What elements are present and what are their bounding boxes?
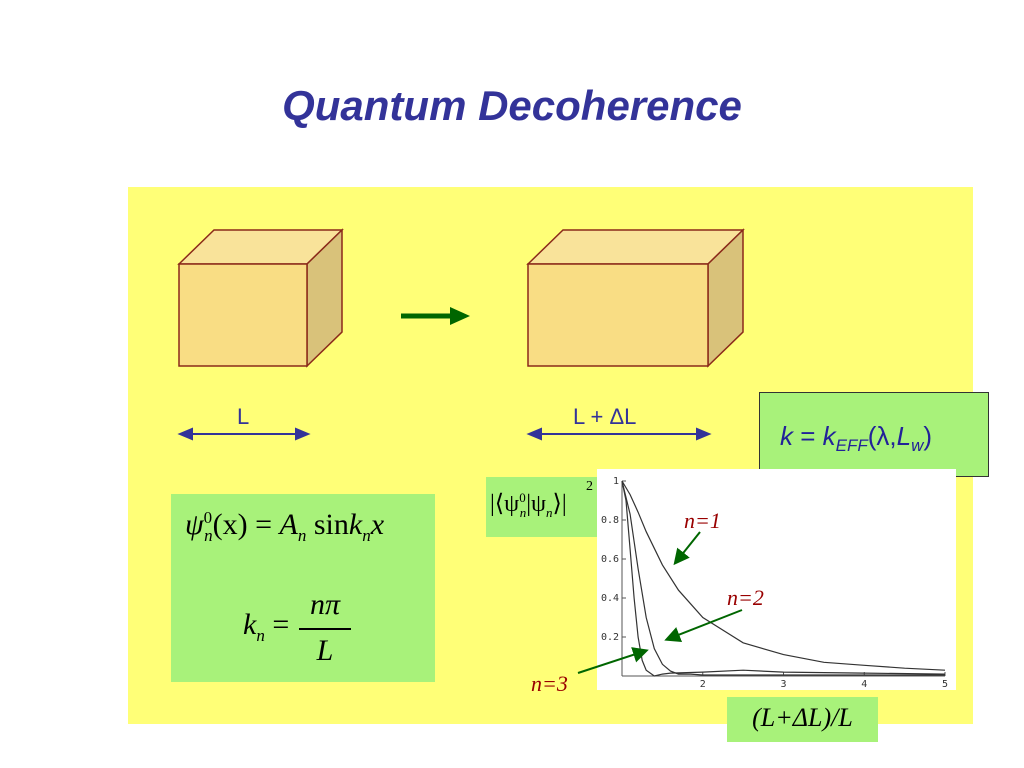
pointer-n3 xyxy=(577,647,649,674)
length-arrow-right xyxy=(526,427,712,441)
curve-label-n2: n=2 xyxy=(727,585,764,610)
series-line-n-1 xyxy=(621,480,946,671)
keff-k: k xyxy=(780,421,793,451)
overlap-open: |⟨ψ xyxy=(490,491,520,517)
transition-arrow-icon xyxy=(401,307,470,325)
overlap-subn2: n xyxy=(546,504,553,520)
keff-lw: L xyxy=(896,421,912,451)
psi-arg: (x) = xyxy=(212,508,280,541)
fraction-numer: nπ xyxy=(309,588,341,621)
pointer-n1 xyxy=(673,531,701,566)
keff-kk: k xyxy=(822,421,836,451)
x-tick-label: 3 xyxy=(780,679,786,690)
keff-close: ) xyxy=(923,421,933,451)
x-tick-label: 5 xyxy=(942,679,948,690)
length-arrow-left xyxy=(177,427,311,441)
y-tick-label: 0.2 xyxy=(601,632,619,643)
amp: A xyxy=(279,508,298,541)
keff-eq: = xyxy=(793,421,823,451)
overlap-power: 2 xyxy=(586,479,593,494)
large-box xyxy=(526,228,745,368)
curve-label-n1: n=1 xyxy=(684,508,721,533)
slide-title: Quantum Decoherence xyxy=(282,82,742,129)
keff-formula-box: k = kEFF(λ,Lw) xyxy=(759,392,989,477)
keff-sub: EFF xyxy=(835,436,868,456)
wave-k: k xyxy=(348,508,363,541)
kn: k xyxy=(243,608,257,641)
y-tick-label: 0.6 xyxy=(601,554,619,565)
psi-sup: 0 xyxy=(203,508,213,527)
y-tick-label: 0.8 xyxy=(601,515,619,526)
x-tick-label: 2 xyxy=(700,679,706,690)
fraction-denom: L xyxy=(316,634,334,667)
kn-eq: = xyxy=(264,608,290,641)
pointer-n2 xyxy=(664,609,743,643)
decay-chart-svg: 2 3 4 5 1 0.8 0.6 0.4 0.2 xyxy=(601,476,948,690)
overlap-box: |⟨ψ0n|ψn⟩| 2 xyxy=(486,477,598,537)
series-line-n-3 xyxy=(621,480,946,677)
wave-k-sub: n xyxy=(362,526,371,545)
series-line-n-2 xyxy=(621,480,945,676)
keff-lw-sub: w xyxy=(911,436,924,456)
kn-sub: n xyxy=(256,626,265,645)
overlap-sup0: 0 xyxy=(519,490,526,505)
psi-sub: n xyxy=(204,526,213,545)
overlap-end: ⟩| xyxy=(552,491,567,517)
xaxis-label: (L+ΔL)/L xyxy=(752,703,853,732)
wave-x: x xyxy=(370,508,385,541)
small-box xyxy=(177,228,344,368)
psi-symbol: ψ xyxy=(185,508,204,541)
amp-sub: n xyxy=(297,526,307,545)
overlap-mid: |ψ xyxy=(526,491,547,517)
x-tick-label: 4 xyxy=(861,679,867,690)
wavefunction-box: ψ0n(x) = An sinknx kn = nπ L xyxy=(171,494,435,682)
keff-args: (λ, xyxy=(867,421,897,451)
length-label-L: L xyxy=(237,404,250,429)
y-tick-label: 0.4 xyxy=(601,593,619,604)
length-label-L-plus-dL: L + ΔL xyxy=(573,404,637,429)
decay-plot: 2 3 4 5 1 0.8 0.6 0.4 0.2 xyxy=(597,469,956,690)
y-tick-label: 1 xyxy=(613,476,619,487)
curve-label-n3: n=3 xyxy=(531,671,568,696)
overlap-subn: n xyxy=(519,504,527,520)
sin: sin xyxy=(306,508,349,541)
fraction-bar xyxy=(299,628,351,630)
xaxis-label-box: (L+ΔL)/L xyxy=(727,697,878,742)
